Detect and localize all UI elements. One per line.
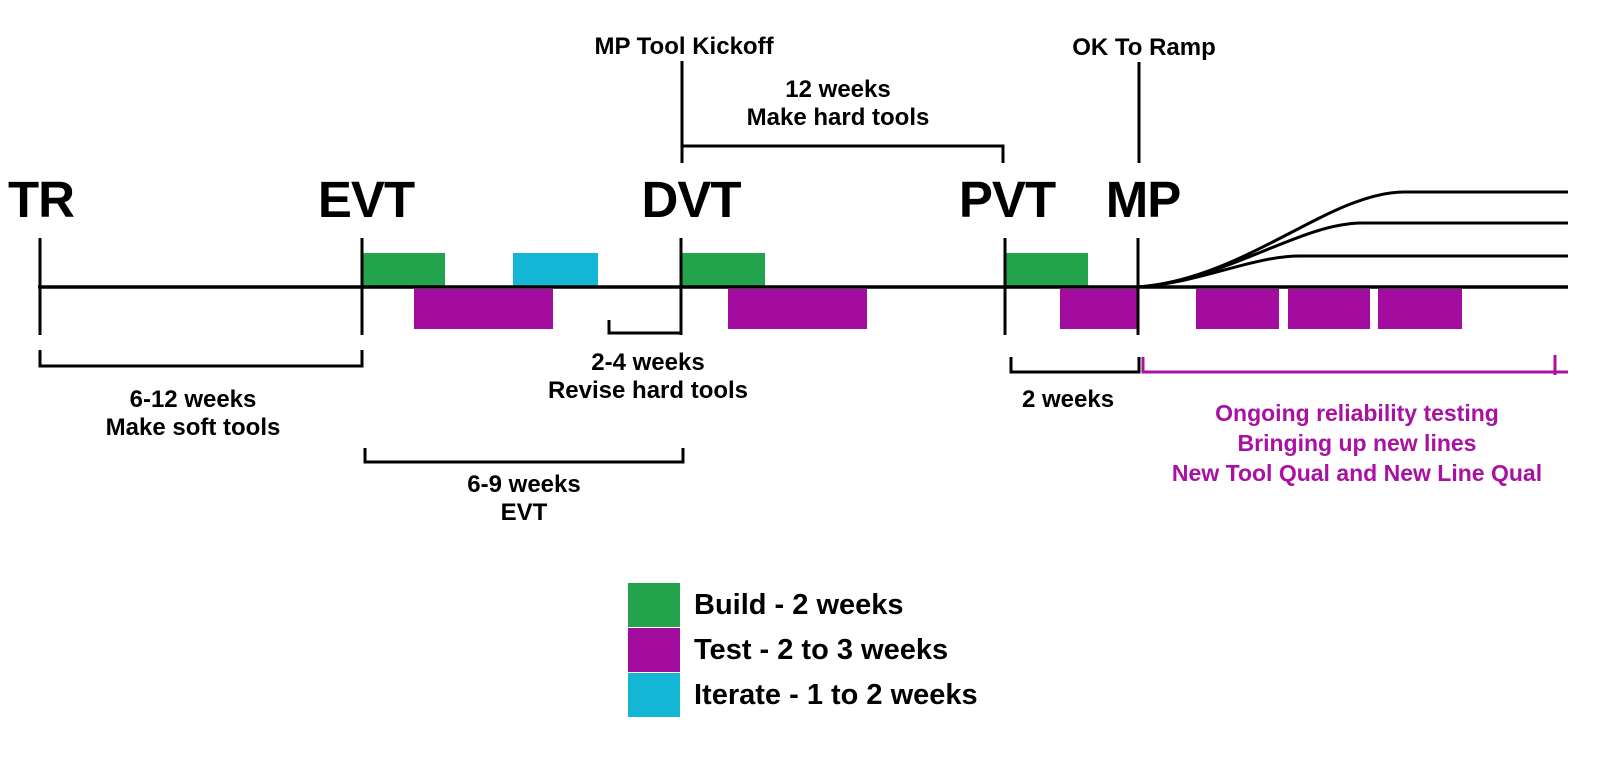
build-bar (1006, 253, 1088, 287)
evt-duration-bracket (363, 448, 685, 464)
ongoing-activities-label: Ongoing reliability testing Bringing up … (1172, 398, 1542, 488)
test-bar (728, 289, 867, 329)
legend-item-iterate: Iterate - 1 to 2 weeks (628, 673, 978, 717)
iterate-swatch (628, 673, 680, 717)
legend-build-label: Build - 2 weeks (694, 588, 904, 621)
test-bar (1378, 289, 1462, 329)
revise-hard-tools-bracket (607, 320, 681, 335)
hard-tools-line1: 12 weeks (785, 76, 891, 103)
pvt-to-mp-bracket (1009, 357, 1141, 374)
test-swatch (628, 628, 680, 672)
legend-test-label: Test - 2 to 3 weeks (694, 633, 949, 666)
revise-hard-tools-label: 2-4 weeks Revise hard tools (548, 349, 748, 405)
hard-tools-line2: Make hard tools (746, 104, 930, 131)
evt-duration-line2: EVT (500, 499, 548, 526)
hard-tools-duration-label: 12 weeks Make hard tools (747, 76, 930, 132)
milestone-label-pvt: PVT (958, 171, 1056, 228)
soft-tools-line1: 6-12 weeks (129, 386, 257, 413)
ramp-curve-high (1137, 190, 1568, 289)
milestone-label-dvt: DVT (641, 171, 742, 228)
revise-hard-tools-line2: Revise hard tools (547, 377, 749, 404)
legend-iterate-label: Iterate - 1 to 2 weeks (694, 678, 978, 711)
mp-tool-kickoff-label: MP Tool Kickoff (594, 33, 774, 60)
milestone-label-tr: TR (8, 171, 75, 228)
milestone-label-evt: EVT (317, 171, 415, 228)
test-bar (1196, 289, 1279, 329)
evt-duration-label: 6-9 weeks EVT (467, 471, 580, 527)
milestone-label-mp: MP (1105, 171, 1181, 228)
ongoing-line1: Ongoing reliability testing (1215, 400, 1499, 426)
legend-item-build: Build - 2 weeks (628, 583, 904, 627)
iterate-bar (513, 253, 598, 287)
soft-tools-line2: Make soft tools (105, 414, 281, 441)
build-bar (682, 253, 765, 287)
evt-duration-line1: 6-9 weeks (467, 471, 581, 498)
test-bar (1288, 289, 1370, 329)
soft-tools-bracket (38, 350, 364, 368)
test-bar (1060, 289, 1138, 329)
ongoing-line2: Bringing up new lines (1237, 430, 1477, 456)
ok-to-ramp-label: OK To Ramp (1072, 34, 1216, 61)
pvt-to-mp-duration-label: 2 weeks (1021, 386, 1115, 413)
legend-item-test: Test - 2 to 3 weeks (628, 628, 948, 672)
build-bar (363, 253, 445, 287)
hard-tools-bracket (682, 144, 1005, 163)
build-swatch (628, 583, 680, 627)
revise-hard-tools-line1: 2-4 weeks (591, 349, 705, 376)
soft-tools-duration-label: 6-12 weeks Make soft tools (106, 386, 281, 442)
test-bar (414, 289, 553, 329)
ongoing-bracket (1141, 357, 1568, 374)
ongoing-line3: New Tool Qual and New Line Qual (1171, 460, 1543, 486)
